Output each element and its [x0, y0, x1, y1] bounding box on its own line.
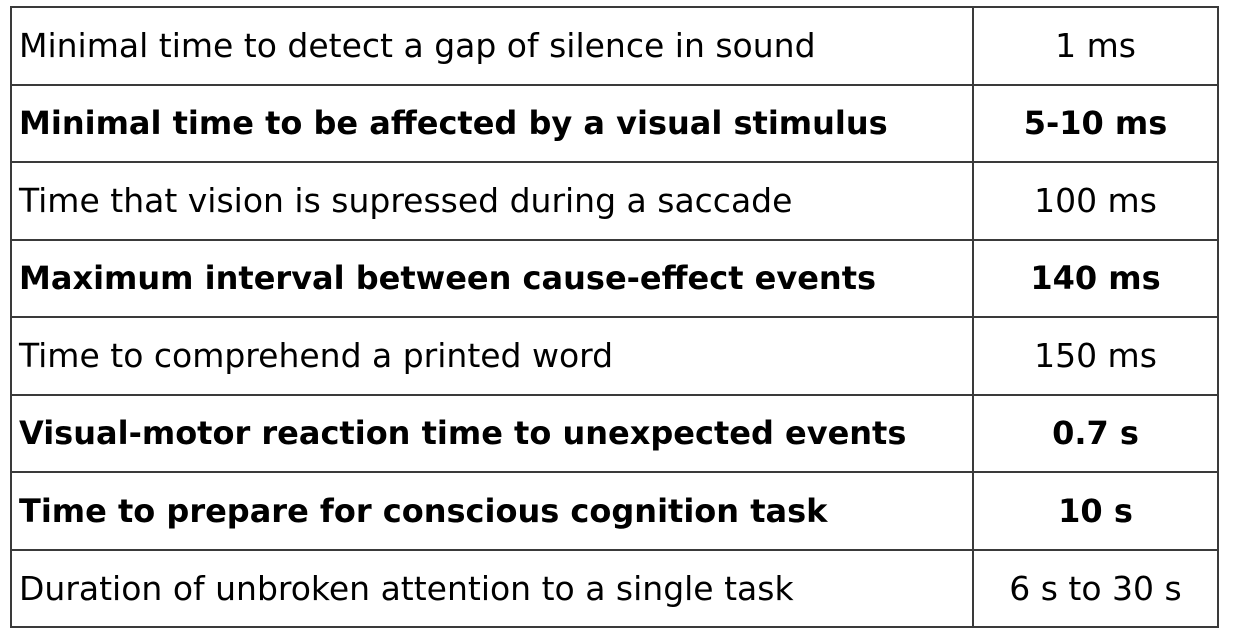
row-description: Time that vision is supressed during a s… [10, 161, 974, 241]
table-row: Time that vision is supressed during a s… [10, 161, 1219, 241]
row-value: 140 ms [972, 238, 1219, 318]
row-value: 6 s to 30 s [972, 548, 1219, 628]
table-row: Minimal time to detect a gap of silence … [10, 6, 1219, 86]
table-row: Time to prepare for conscious cognition … [10, 471, 1219, 551]
row-description: Time to prepare for conscious cognition … [10, 471, 974, 551]
row-description: Maximum interval between cause-effect ev… [10, 238, 974, 318]
row-description: Time to comprehend a printed word [10, 316, 974, 396]
row-description: Minimal time to detect a gap of silence … [10, 6, 974, 86]
row-value: 10 s [972, 471, 1219, 551]
row-description: Minimal time to be affected by a visual … [10, 83, 974, 163]
row-value: 100 ms [972, 161, 1219, 241]
row-value: 150 ms [972, 316, 1219, 396]
row-description: Visual-motor reaction time to unexpected… [10, 393, 974, 473]
time-thresholds-table-container: Minimal time to detect a gap of silence … [10, 6, 1219, 628]
table-row: Visual-motor reaction time to unexpected… [10, 393, 1219, 473]
time-thresholds-table: Minimal time to detect a gap of silence … [10, 6, 1219, 628]
table-row: Maximum interval between cause-effect ev… [10, 238, 1219, 318]
table-row: Time to comprehend a printed word 150 ms [10, 316, 1219, 396]
table-row: Duration of unbroken attention to a sing… [10, 548, 1219, 628]
row-description: Duration of unbroken attention to a sing… [10, 548, 974, 628]
table-row: Minimal time to be affected by a visual … [10, 83, 1219, 163]
row-value: 0.7 s [972, 393, 1219, 473]
row-value: 1 ms [972, 6, 1219, 86]
row-value: 5-10 ms [972, 83, 1219, 163]
